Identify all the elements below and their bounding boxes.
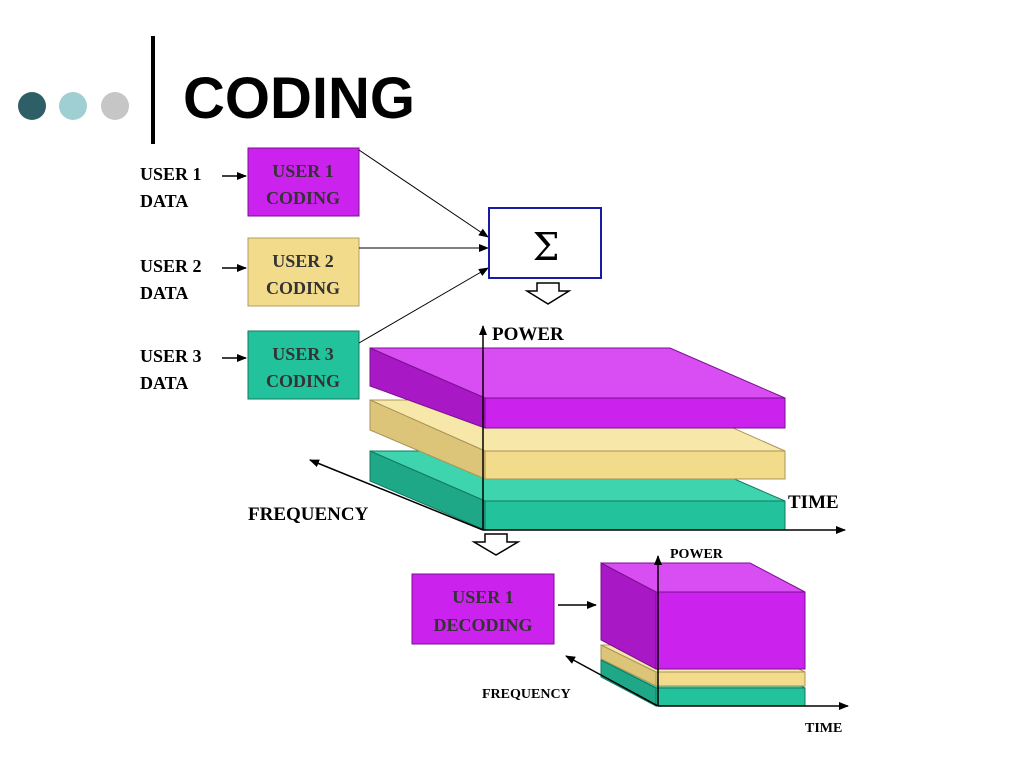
main-frequency-label: FREQUENCY [248,504,369,525]
slide-title: CODING [183,66,415,131]
user-3-coding-box: USER 3 CODING [247,330,360,400]
user-3-input-label-data: DATA [140,373,188,393]
small-power-label: POWER [670,547,724,562]
user-3-input-label: USER 3 [140,346,202,366]
user-1-coding-label: USER 1 [272,161,334,181]
decoded-power-time-frequency-plot: POWER TIME FREQUENCY [482,547,849,736]
user-3-input: USER 3 DATA [140,346,247,393]
decoding-label: USER 1 [452,587,514,607]
summation-box: Σ [488,207,602,279]
decoding-label-2: DECODING [433,615,532,635]
user-1-input-label: USER 1 [140,164,202,184]
sigma-symbol: Σ [533,225,560,269]
small-purple-block [600,562,806,670]
small-time-label: TIME [805,721,842,736]
user-1-input: USER 1 DATA [140,164,247,211]
user-3-to-sum-line [358,267,489,344]
bullet-dot-dark [18,92,46,120]
small-frequency-axis [565,655,659,707]
small-frequency-label: FREQUENCY [482,687,571,702]
main-power-time-frequency-plot: POWER TIME FREQUENCY [248,324,846,534]
user-2-coding-box: USER 2 CODING [247,237,360,307]
sum-down-arrow-icon [524,282,572,305]
user-2-input: USER 2 DATA [140,256,247,303]
bullet-dot-light [59,92,87,120]
main-power-label: POWER [492,324,564,345]
user-3-coding-label: USER 3 [272,344,334,364]
plot-down-arrow-icon [471,533,521,556]
title-divider [151,36,155,144]
user-2-input-label: USER 2 [140,256,202,276]
user-1-input-label-data: DATA [140,191,188,211]
user-2-input-label-data: DATA [140,283,188,303]
user-1-decoding-box: USER 1 DECODING [411,573,555,645]
user-3-coding-label-2: CODING [266,371,340,391]
user-1-coding-label-2: CODING [266,188,340,208]
main-purple-slab [369,347,786,429]
user-2-coding-label: USER 2 [272,251,334,271]
user-2-coding-label-2: CODING [266,278,340,298]
bullet-dot-gray [101,92,129,120]
main-frequency-axis [309,459,484,531]
user-1-to-sum-line [358,149,489,238]
user-1-coding-box: USER 1 CODING [247,147,360,217]
main-time-label: TIME [788,492,839,513]
